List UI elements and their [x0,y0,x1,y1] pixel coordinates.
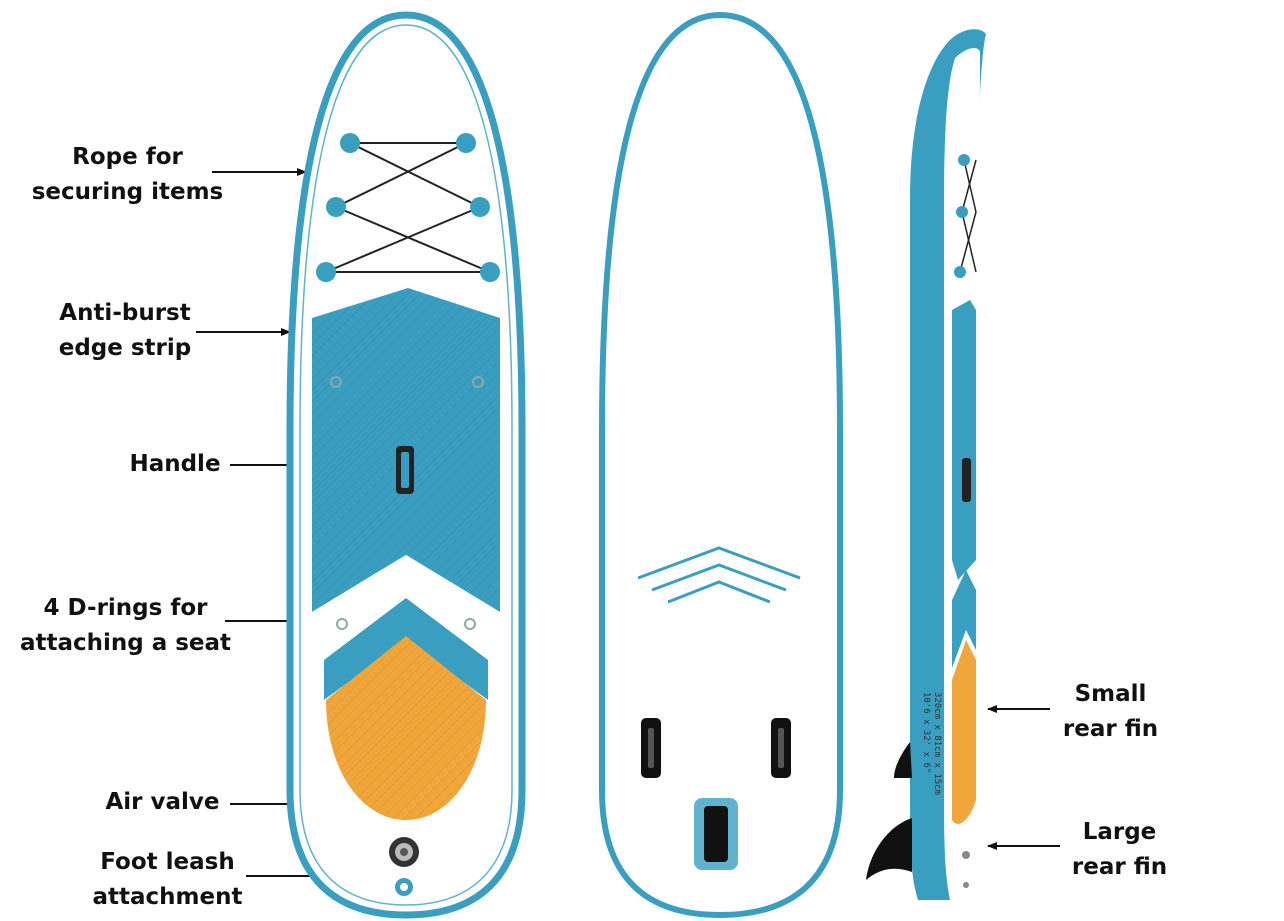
callout-small-fin-line1: Small [1074,681,1147,707]
callout-drings: 4 D-rings for attaching a seat [18,591,233,661]
callout-edge: Anti-burst edge strip [40,296,210,366]
callout-leash: Foot leash attachment [85,845,250,915]
chevron-decal [637,546,801,604]
callout-rope-line2: securing items [31,179,224,205]
board-side-view: 320cm x 81cm x 15cm 10'6 x 32' x 6" [866,29,986,900]
callout-small-fin-line2: rear fin [1062,716,1159,742]
board-top-view [286,11,526,919]
fin-box-icons [641,718,791,870]
side-handle-icon [962,458,971,502]
callout-handle-line1: Handle [129,451,221,477]
callout-drings-line1: 4 D-rings for [43,595,208,621]
tail-teal-band [324,598,488,700]
callout-leash-line2: attachment [92,884,243,910]
callout-leash-line1: Foot leash [100,849,235,875]
callout-small-fin: Small rear fin [1058,677,1163,747]
callout-valve-line1: Air valve [105,789,220,815]
side-rope [959,159,977,273]
small-fin-icon [894,742,912,778]
callout-drings-line2: attaching a seat [19,630,232,656]
callout-large-fin: Large rear fin [1062,815,1177,885]
callout-edge-line1: Anti-burst [59,300,191,326]
large-fin-icon [866,818,912,880]
board-bottom-outline [599,11,843,919]
callout-rope: Rope for securing items [30,140,225,210]
side-dimension-text-1: 320cm x 81cm x 15cm [932,692,942,795]
callout-large-fin-line1: Large [1082,819,1157,845]
bungee-rope [325,142,491,273]
callout-rope-line1: Rope for [72,144,183,170]
callout-valve: Air valve [100,785,225,820]
side-dimension-text-2: 10'6 x 32' x 6" [921,692,931,773]
board-bottom-view [599,11,843,919]
callout-handle: Handle [120,447,230,482]
callout-large-fin-line2: rear fin [1071,854,1168,880]
d-ring-icons [330,376,484,630]
callout-edge-line2: edge strip [58,335,192,361]
side-tail-pad [952,640,976,824]
rope-anchor-icons [316,133,500,282]
